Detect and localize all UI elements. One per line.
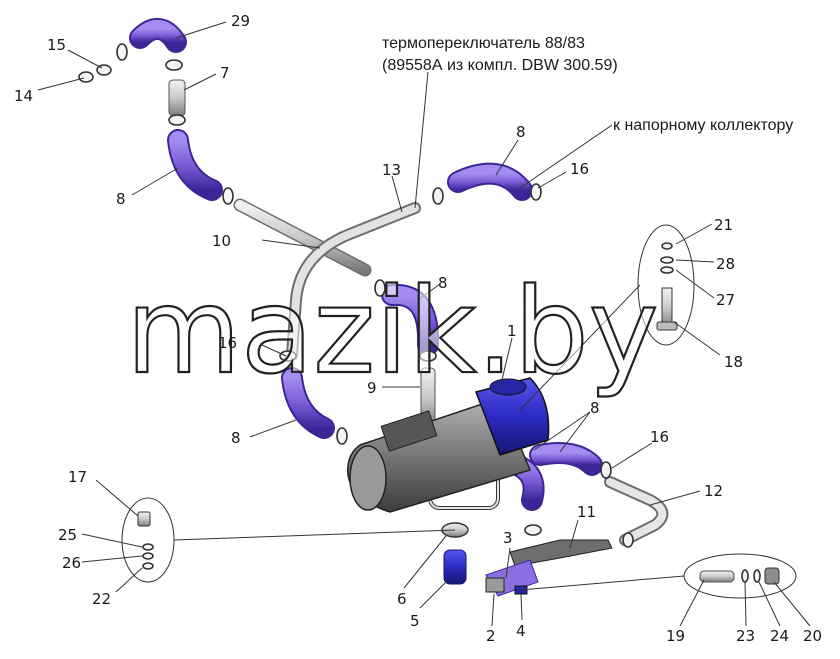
callout-10: 10 (212, 232, 231, 250)
clamp-ring (432, 187, 444, 205)
callout-6: 6 (397, 590, 407, 608)
callout-4: 4 (516, 622, 526, 640)
callout-27: 27 (716, 291, 735, 309)
washer-24 (753, 569, 761, 583)
washer-21 (661, 242, 673, 250)
clamp-ring (374, 279, 386, 297)
callout-8: 8 (438, 274, 448, 292)
callout-28: 28 (716, 255, 735, 273)
callout-26: 26 (62, 554, 81, 572)
callout-21: 21 (714, 216, 733, 234)
callout-15: 15 (47, 36, 66, 54)
clamp-ring (168, 114, 186, 126)
washer-28 (660, 256, 674, 264)
callout-2: 2 (486, 627, 496, 645)
washer-27 (660, 266, 674, 274)
callout-8: 8 (116, 190, 126, 208)
callout-16: 16 (570, 160, 589, 178)
callout-8: 8 (590, 399, 600, 417)
callout-24: 24 (770, 627, 789, 645)
callout-19: 19 (666, 627, 685, 645)
washer-23 (741, 569, 749, 583)
callout-20: 20 (803, 627, 822, 645)
note-thermoswitch-line2: (89558А из компл. DBW 300.59) (382, 57, 618, 74)
pipe-19 (699, 570, 735, 583)
leader-lines (37, 21, 811, 627)
callout-11: 11 (577, 503, 596, 521)
callout-1: 1 (507, 322, 517, 340)
heater-unit-1 (347, 377, 550, 513)
callout-numbers: 29 15 14 7 8 13 8 16 21 28 10 8 27 16 1 … (14, 12, 822, 645)
callout-29: 29 (231, 12, 250, 30)
callout-5: 5 (410, 612, 420, 630)
group-oval-bolt-18 (637, 224, 695, 346)
metal-pipes (168, 79, 735, 583)
washer-26 (142, 552, 154, 560)
callout-9: 9 (367, 379, 377, 397)
callout-22: 22 (92, 590, 111, 608)
callout-13: 13 (382, 161, 401, 179)
clamp-ring (622, 532, 634, 548)
heater-control-box (380, 410, 438, 452)
clamp-ring (600, 461, 612, 479)
washer-25 (142, 543, 154, 551)
clamp-ring (78, 71, 94, 83)
clamp-ring (524, 524, 542, 536)
heater-body (347, 397, 532, 513)
callout-14: 14 (14, 87, 33, 105)
clamp-ring (222, 187, 234, 205)
callout-18: 18 (724, 353, 743, 371)
callout-8: 8 (516, 123, 526, 141)
clamp-ring (419, 350, 437, 362)
callout-23: 23 (736, 627, 755, 645)
hose-5 (443, 549, 467, 585)
callout-25: 25 (58, 526, 77, 544)
nut-20 (764, 567, 780, 585)
group-outlines (121, 224, 797, 599)
watermark: mazik.by (126, 262, 659, 400)
part-2 (485, 577, 505, 593)
callout-16: 16 (650, 428, 669, 446)
bolt-17 (137, 511, 151, 527)
small-parts (137, 242, 780, 597)
clamp-ring (279, 350, 297, 362)
note-pressure-collector: к напорному коллектору (613, 117, 793, 134)
clamp-ring (530, 183, 542, 201)
clamp-ring (336, 427, 348, 445)
clamp-ring (116, 43, 128, 61)
callout-17: 17 (68, 468, 87, 486)
callout-8: 8 (231, 429, 241, 447)
pipe-7 (168, 79, 186, 117)
callout-3: 3 (503, 529, 513, 547)
clamp-ring (165, 59, 183, 71)
callout-12: 12 (704, 482, 723, 500)
callout-7: 7 (220, 64, 230, 82)
nut-22 (142, 562, 154, 570)
callout-16: 16 (218, 334, 237, 352)
note-thermoswitch-line1: термопереключатель 88/83 (382, 35, 585, 52)
